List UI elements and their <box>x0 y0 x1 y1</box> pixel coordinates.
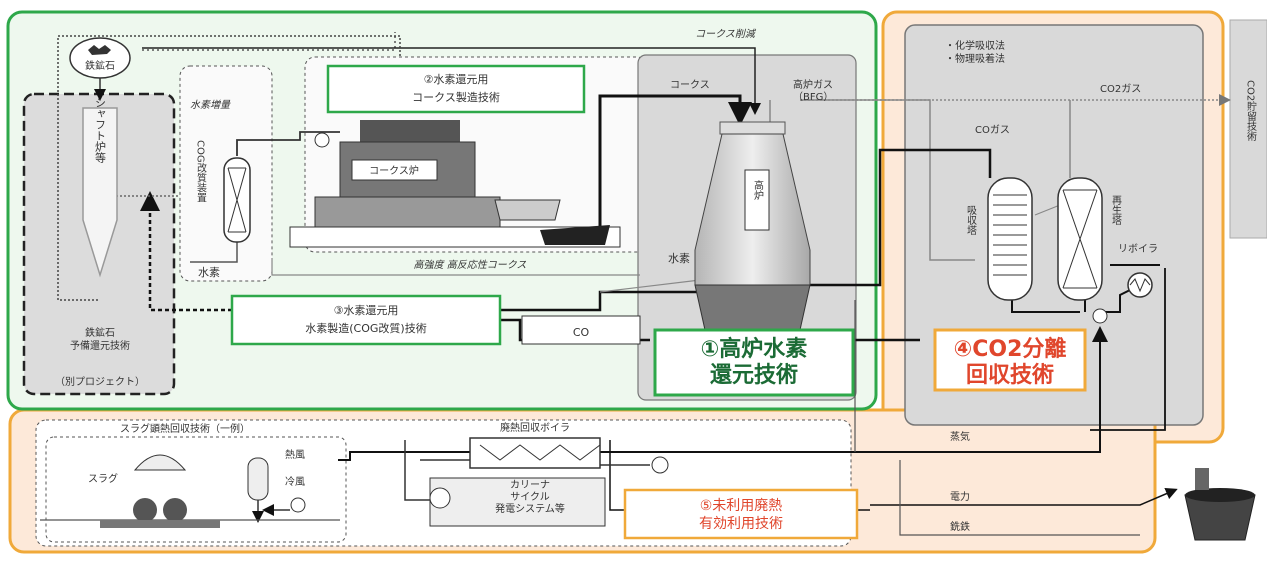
slag-heat-recovery-label: スラグ顕熱回収技術（一例） <box>120 422 250 435</box>
co2-storage-label: CO2貯留技術 <box>1245 80 1257 142</box>
blast-furnace-node: 高炉 水素 <box>668 121 811 331</box>
electricity-label: 電力 <box>950 490 970 503</box>
h2-tech-box <box>230 294 502 346</box>
shaft-furnace-label: シャフト炉等 <box>94 97 107 163</box>
h2-tech-title: ③水素還元用水素製造(COG改質)技術 <box>305 304 426 335</box>
co2-capture-tech-label: ④CO2分離回収技術 <box>954 336 1067 388</box>
slag-label: スラグ <box>88 472 118 485</box>
waste-heat-boiler-label: 廃熱回収ボイラ <box>500 421 570 434</box>
coke-tech-title: ②水素還元用コークス製造技術 <box>412 73 500 104</box>
waste-heat-node: スラグ顕熱回収技術（一例） スラグ 熱風 冷風 廃熱回収ボイラ カリーナサイクル… <box>88 421 970 540</box>
iron-ore-node: 鉄鉱石 <box>69 37 131 79</box>
cold-air-label: 冷風 <box>285 475 305 488</box>
pig-iron-ladle-icon <box>1184 468 1256 541</box>
heat-exchanger-icon <box>247 457 269 501</box>
bf-h2-reduction-box <box>653 328 855 397</box>
iron-ore-label: 鉄鉱石 <box>85 59 115 72</box>
cog-reformer-node: 水素増量 COG改質装置 水素 <box>190 99 251 279</box>
hot-air-label: 熱風 <box>285 448 305 461</box>
hydrogen-left-label: 水素 <box>198 266 220 279</box>
regenerator-label: 再生塔 <box>1110 195 1122 226</box>
co-gas-label: COガス <box>975 124 1010 136</box>
pig-iron-label: 銑鉄 <box>950 520 970 533</box>
hydrogen-increase-label: 水素増量 <box>190 99 231 111</box>
absorption-methods-label: ・化学吸収法・物理吸着法 <box>945 39 1005 65</box>
co2-gas-label: CO2ガス <box>1100 83 1141 95</box>
steam-label: 蒸気 <box>950 430 970 443</box>
coke-oven-label: コークス炉 <box>369 165 419 177</box>
unused-heat-tech-label: ⑤未利用廃熱有効利用技術 <box>699 497 783 532</box>
co-label: CO <box>573 326 590 339</box>
reboiler-icon <box>1127 272 1153 298</box>
reboiler-label: リボイラ <box>1118 243 1158 255</box>
cog-reformer-label: COG改質装置 <box>195 140 207 203</box>
coke-oven-node: ②水素還元用コークス製造技術 コークス炉 高強度 高反応性コークス <box>289 64 621 271</box>
blast-furnace-label: 高炉 <box>752 179 764 201</box>
unused-heat-tech-box <box>623 488 859 540</box>
absorber-tower <box>987 177 1033 301</box>
high-strength-coke-label: 高強度 高反応性コークス <box>414 259 527 271</box>
coke-label: コークス <box>670 79 710 91</box>
co2-capture-node: ・化学吸収法・物理吸着法 CO2ガス COガス 吸収塔 再生塔 リボイラ ④CO… <box>933 39 1158 392</box>
flow-lines <box>40 32 1231 536</box>
hydrogen-bf-label: 水素 <box>668 252 690 265</box>
shaft-furnace-node: シャフト炉等 鉄鉱石予備還元技術 （別プロジェクト） <box>55 97 145 388</box>
kalina-cycle-box <box>429 477 606 527</box>
co2-capture-panel <box>904 24 1204 426</box>
co2-storage-box <box>1229 19 1267 239</box>
separate-project-label: （別プロジェクト） <box>55 376 145 388</box>
boiler-pump-icon <box>651 456 669 474</box>
kalina-cycle-label: カリーナサイクル発電システム等 <box>495 479 565 515</box>
absorber-label: 吸収塔 <box>965 205 977 236</box>
bf-h2-reduction-label: ①高炉水素還元技術 <box>701 336 808 388</box>
coke-reduction-label: コークス削減 <box>695 28 757 40</box>
prereduction-label: 鉄鉱石予備還元技術 <box>70 326 130 352</box>
pump-icon <box>1092 308 1108 324</box>
iron-ore-icon <box>88 45 111 55</box>
co2-capture-tech-box <box>933 328 1087 392</box>
coke-tech-box <box>326 64 586 114</box>
waste-heat-boiler-box <box>469 437 601 469</box>
bf-gas-label: 高炉ガス（BFG） <box>793 78 833 103</box>
slag-ladle-icon <box>133 454 187 471</box>
